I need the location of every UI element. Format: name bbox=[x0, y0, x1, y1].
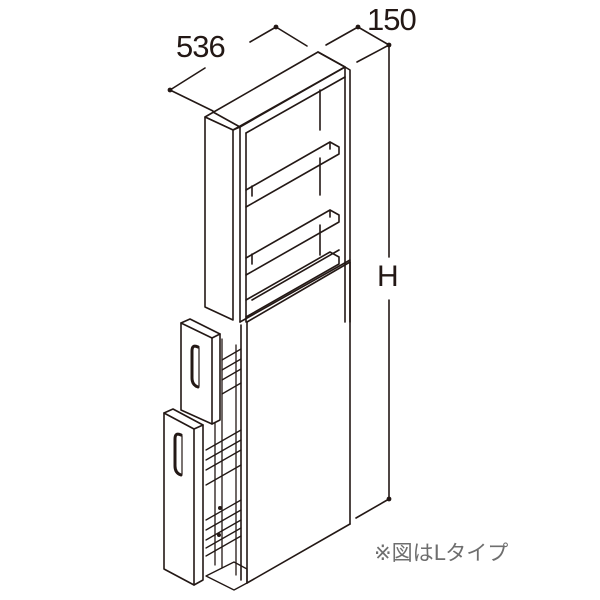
lower-drawer-front bbox=[164, 409, 203, 585]
height-dimension-label: H bbox=[377, 260, 399, 293]
upper-shelf-unit bbox=[205, 52, 350, 322]
dimension-depth-line bbox=[326, 24, 392, 62]
upper-drawer-front bbox=[181, 319, 220, 424]
dimension-width-line bbox=[167, 24, 307, 111]
figure-caption: ※図はLタイプ bbox=[374, 541, 509, 565]
lower-side-panel bbox=[241, 262, 350, 583]
width-dimension-label: 536 bbox=[176, 29, 226, 64]
depth-dimension-label: 150 bbox=[367, 2, 417, 37]
dimension-height-line bbox=[356, 45, 392, 518]
